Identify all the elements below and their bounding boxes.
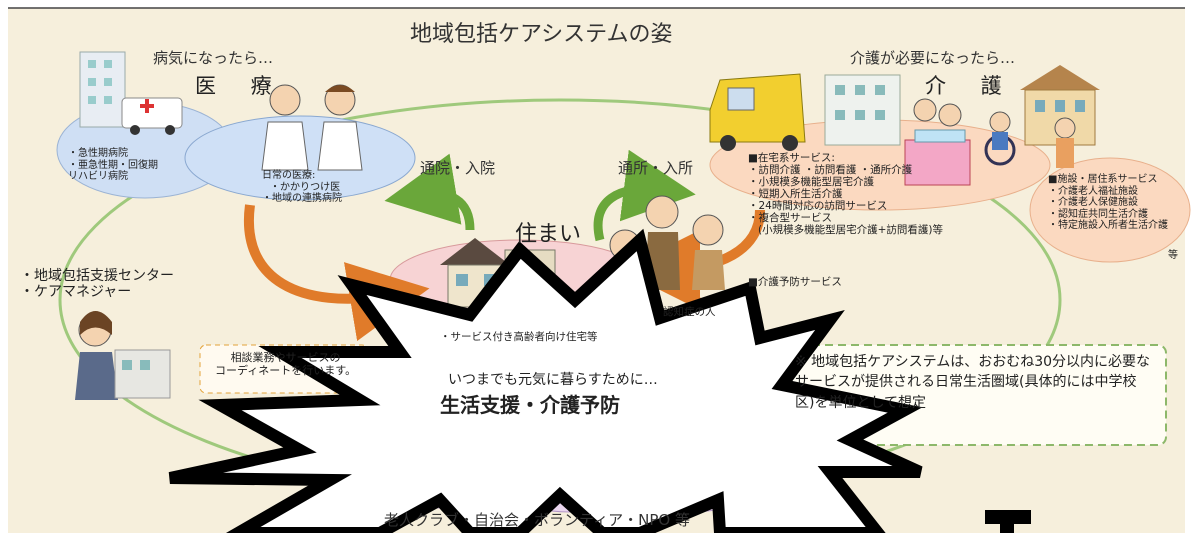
home-service-item: ・訪問介護 ・訪問看護 ・通所介護 (748, 164, 913, 177)
facility-heading: ■施設・居住系サービス (1048, 174, 1158, 185)
daily-medical-item: ・地域の連携病院 (262, 193, 342, 204)
facility-service-list: ■施設・居住系サービス ・介護老人福祉施設 ・介護老人保健施設 ・認知症共同生活… (1048, 174, 1168, 232)
consult-line: コーディネートを行います。 (215, 363, 357, 377)
starburst-overlay (168, 228, 923, 533)
hospital-item: ・急性期病院 (68, 148, 128, 159)
ambulance-icon (121, 97, 183, 135)
life-heading: 生活支援・介護予防 (440, 393, 620, 417)
facility-item: ・介護老人福祉施設 (1048, 185, 1138, 197)
care-flow-label: 通所・入所 (618, 159, 694, 177)
prevention-service-label: ■介護予防サービス (748, 276, 842, 288)
home-label: 住まい (515, 222, 582, 247)
facility-ellipse (1029, 157, 1191, 263)
consult-line: 相談業務やサービスの (230, 351, 341, 364)
daily-medical-list: 日常の医療: ・かかりつけ医 ・地域の連携病院 (262, 170, 342, 205)
home-service-item: ・24時間対応の訪問サービス (748, 200, 888, 213)
home-service-item: (小規模多機能型居宅介護+訪問看護)等 (758, 224, 943, 237)
care-facility-building-icon (824, 74, 901, 146)
wheelchair-icon (984, 111, 1076, 168)
bath-care-icon (904, 98, 971, 186)
doctor-icon (261, 84, 363, 171)
care-manager-icon (75, 311, 171, 400)
facility-item: ・特定施設入所者生活介護 (1048, 220, 1168, 231)
home-service-item: ・複合型サービス (748, 212, 832, 225)
hospital-building-icon (79, 51, 126, 128)
home-service-item: ・短期入所生活介護 (748, 188, 843, 201)
system-note: ※ 地域包括ケアシステムは、おおむね30分以内に必要なサービスが提供される日常生… (795, 354, 1151, 411)
care-caption: 介護が必要になったら… (850, 49, 1016, 67)
hospital-item: ・亜急性期・回復期 (68, 159, 158, 171)
life-caption: いつまでも元気に暮らすために… (448, 372, 658, 388)
facility-tail: 等 (1168, 250, 1178, 261)
medical-heading: 医 療 (195, 74, 286, 98)
facility-item: ・認知症共同生活介護 (1048, 208, 1148, 220)
medical-caption: 病気になったら… (153, 49, 274, 67)
facility-item: ・介護老人保健施設 (1048, 197, 1138, 208)
daily-medical-item: ・かかりつけ医 (270, 181, 341, 193)
housing-label: ・サービス付き高齢者向け住宅等 (440, 331, 598, 343)
daily-medical-heading: 日常の医療: (262, 170, 316, 181)
home-service-item: ・小規模多機能型居宅介護 (748, 176, 874, 189)
dementia-label: 認知症の人 (663, 306, 716, 318)
hospital-list: ・急性期病院 ・亜急性期・回復期 リハビリ病院 (68, 148, 158, 183)
home-service-list: ■在宅系サービス: ・訪問介護 ・訪問看護 ・通所介護 ・小規模多機能型居宅介護… (748, 152, 943, 236)
care-van-icon (709, 73, 806, 151)
medical-flow-label: 通院・入院 (420, 159, 496, 177)
support-list: ・地域包括支援センター ・ケアマネジャー (20, 268, 174, 300)
arrow-care-to-home (620, 209, 765, 310)
home-service-heading: ■在宅系サービス: (748, 152, 835, 164)
care-heading: 介 護 (925, 74, 1016, 98)
page-title: 地域包括ケアシステムの姿 (410, 22, 673, 47)
arrow-home-to-medical (384, 153, 475, 231)
black-hammer-glyph-icon (985, 510, 1031, 533)
arrow-home-to-care (593, 149, 696, 242)
support-item: ・地域包括支援センター (20, 268, 174, 284)
hospital-item: リハビリ病院 (68, 171, 128, 182)
life-footer: 老人クラブ・自治会・ボランティア・NPO 等 (384, 511, 690, 529)
support-item: ・ケアマネジャー (20, 284, 132, 301)
consult-text: 相談業務やサービスの コーディネートを行います。 (215, 351, 357, 377)
